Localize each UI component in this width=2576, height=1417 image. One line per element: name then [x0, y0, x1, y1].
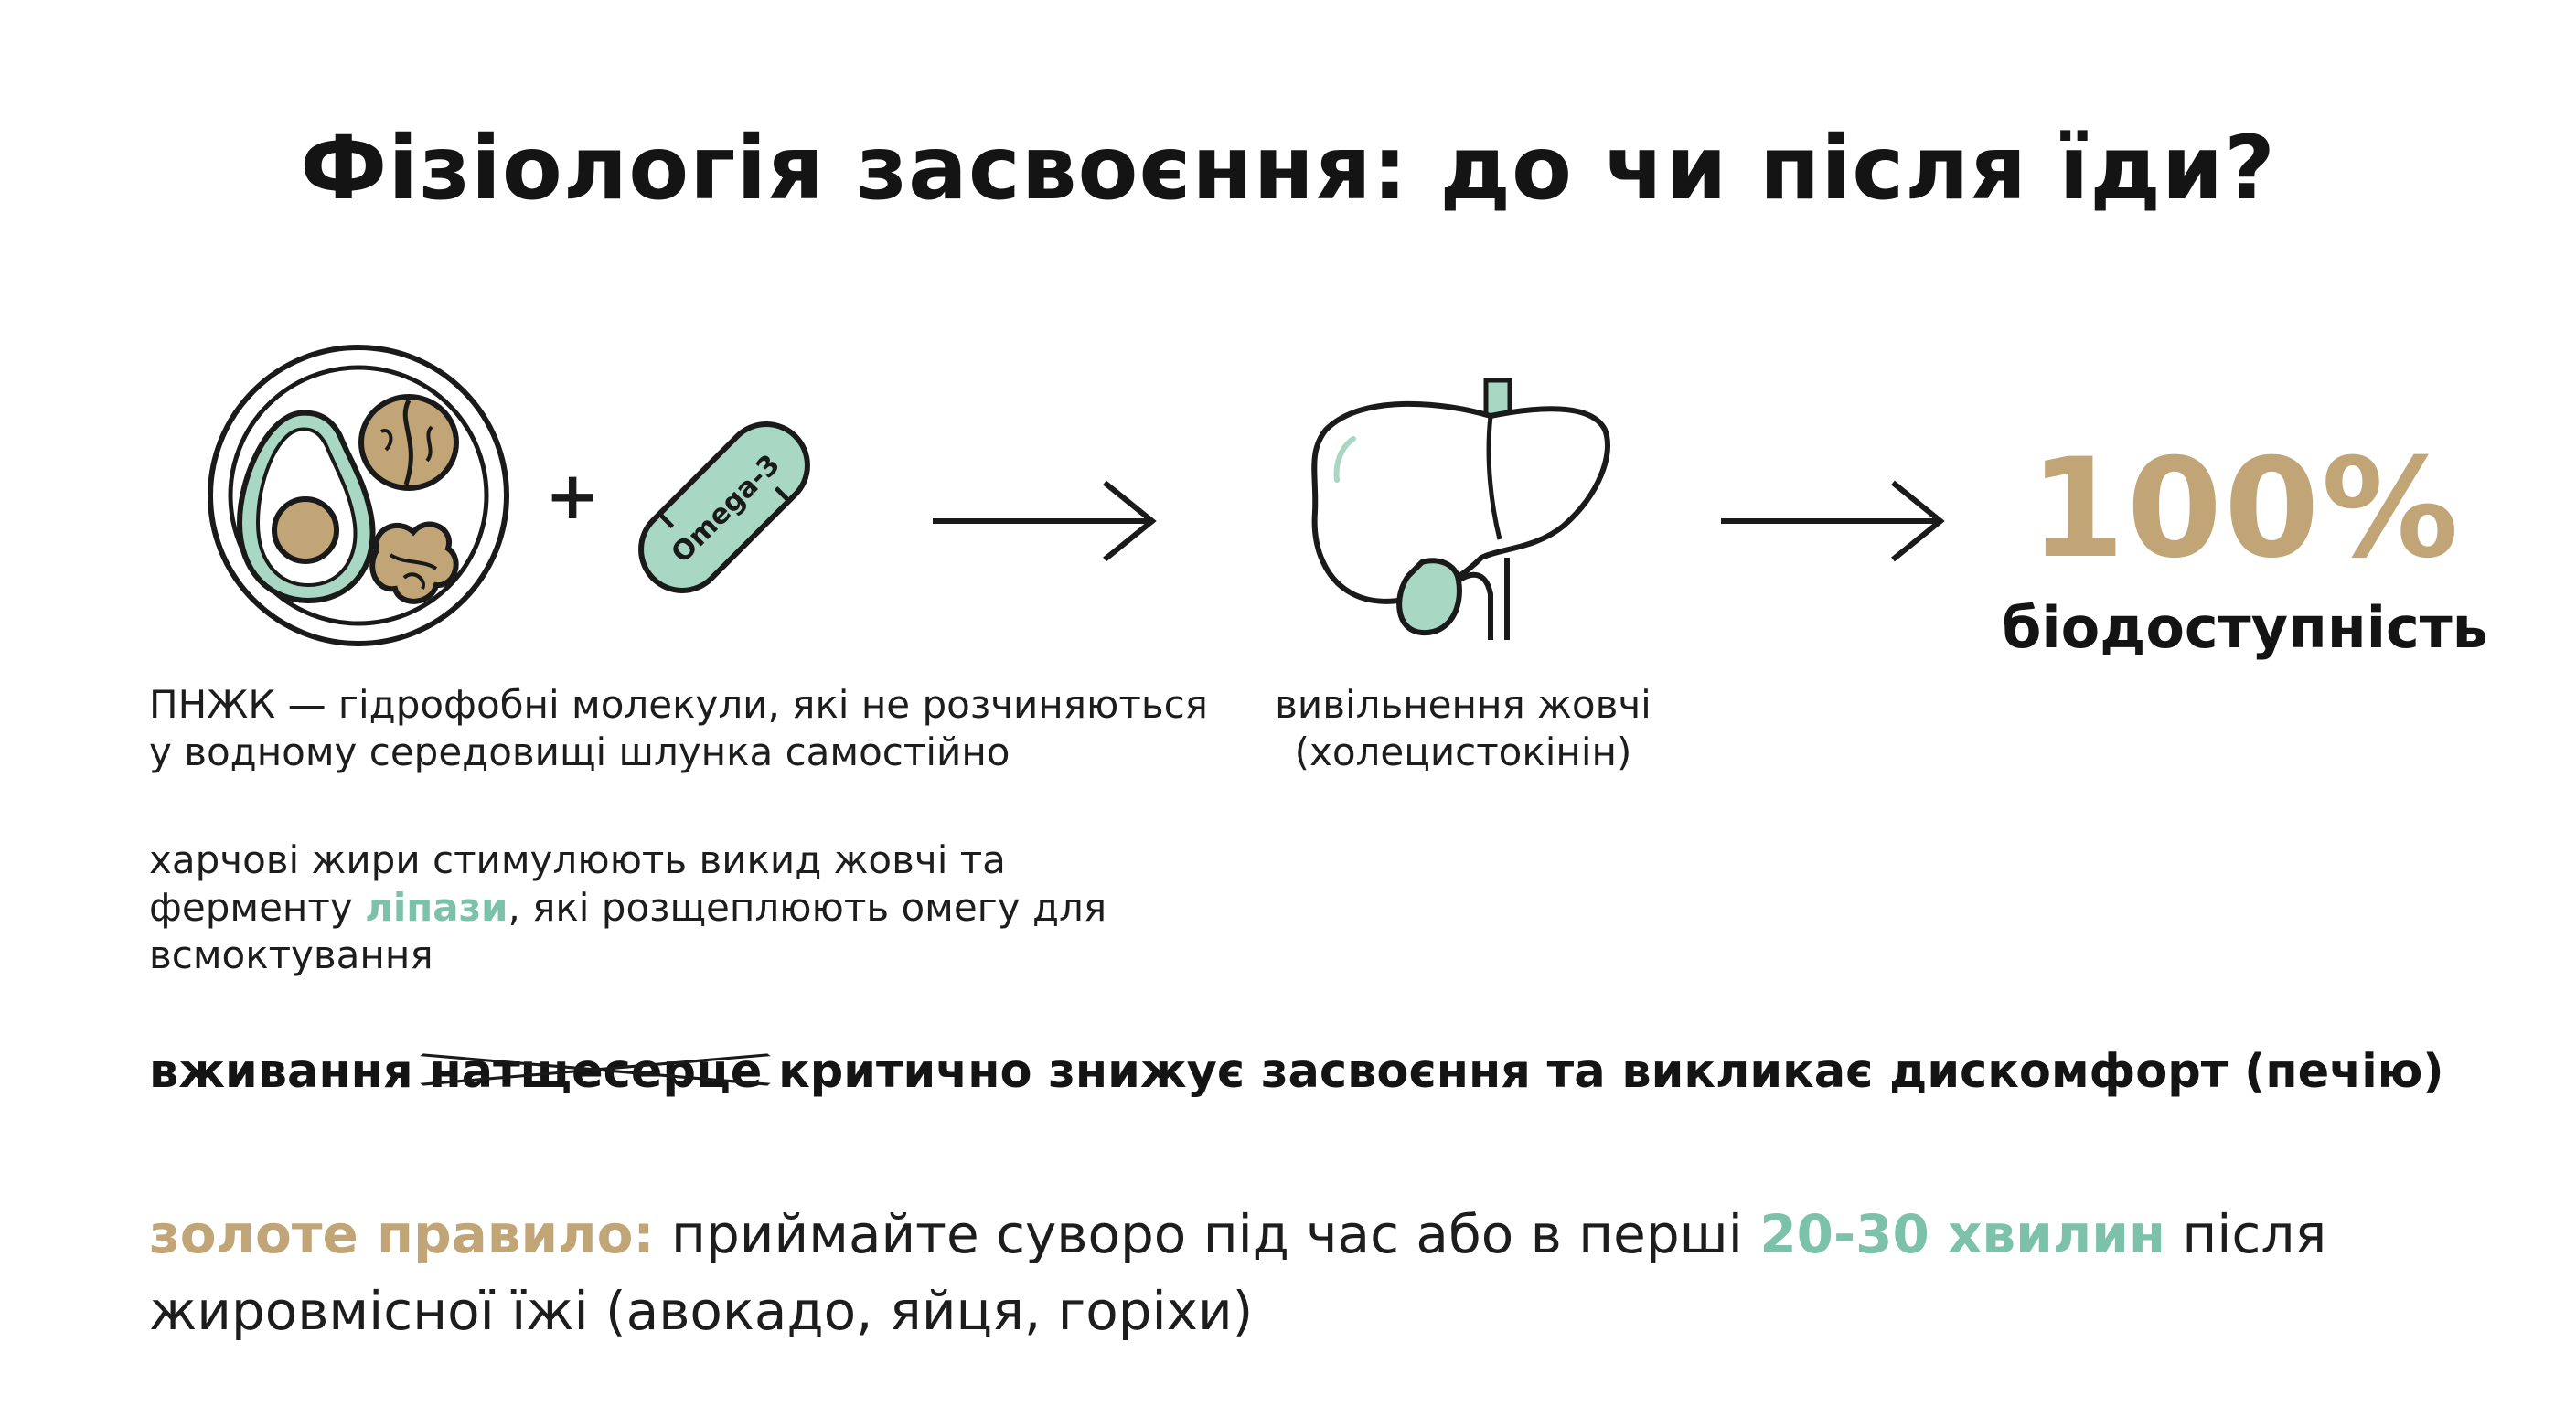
- pufa-line-2: у водному середовищі шлунка самостійно: [149, 730, 1010, 774]
- walnut-icon: [358, 394, 459, 604]
- liver-icon: [1311, 378, 1610, 640]
- golden-rule-line-1: золоте правило: приймайте суворо під час…: [149, 1196, 2527, 1273]
- capsule-icon: Omega-3: [638, 421, 810, 593]
- golden-rule-text-start: приймайте суворо під час або в перші: [654, 1203, 1760, 1265]
- golden-rule-line-2: жировмісної їжі (авокадо, яйця, горіхи): [149, 1280, 1254, 1342]
- golden-rule-label: золоте правило:: [149, 1203, 655, 1265]
- fats-description: харчові жири стимулюють викид жовчі та ф…: [149, 836, 1155, 979]
- strike-cross-icon: [420, 1053, 772, 1086]
- pufa-line-1: ПНЖК — гідрофобні молекули, які не розчи…: [149, 682, 1208, 727]
- bioavailability-label: біодоступність: [2002, 594, 2488, 661]
- plate-icon: [208, 345, 509, 646]
- struck-word: натщесерце: [420, 1045, 772, 1099]
- lipase-highlight: ліпази: [365, 885, 508, 930]
- bile-line-2: (холецистокінін): [1294, 730, 1632, 774]
- fats-line-2-end: , які розщеплюють омегу для: [508, 885, 1107, 930]
- avocado-icon: [236, 410, 376, 604]
- golden-rule-text-end: після: [2164, 1203, 2327, 1265]
- pufa-description: ПНЖК — гідрофобні молекули, які не розчи…: [149, 681, 1292, 776]
- fats-line-3: всмоктування: [149, 932, 433, 977]
- fats-line-2: ферменту ліпази, які розщеплюють омегу д…: [149, 884, 1155, 932]
- fats-line-1: харчові жири стимулюють викид жовчі та: [149, 837, 1006, 882]
- arrow-right-icon: [1721, 480, 1945, 562]
- timing-highlight: 20-30 хвилин: [1759, 1203, 2165, 1265]
- bioavailability-percent: 100%: [2029, 430, 2461, 589]
- fats-line-2-start: ферменту: [149, 885, 366, 930]
- warning-statement: вживання натщесерце критично знижує засв…: [149, 1045, 2527, 1099]
- golden-rule: золоте правило: приймайте суворо під час…: [149, 1196, 2527, 1349]
- bile-description: вивільнення жовчі (холецистокінін): [1253, 681, 1673, 776]
- warning-start: вживання: [149, 1045, 430, 1099]
- arrow-right-icon: [933, 480, 1157, 562]
- plus-sign: +: [545, 457, 601, 534]
- warning-end: критично знижує засвоєння та викликає ди…: [762, 1045, 2444, 1099]
- struck-word-text: натщесерце: [429, 1045, 763, 1099]
- page-title: Фізіологія засвоєння: до чи після їди?: [300, 117, 2276, 219]
- bile-line-1: вивільнення жовчі: [1275, 682, 1651, 727]
